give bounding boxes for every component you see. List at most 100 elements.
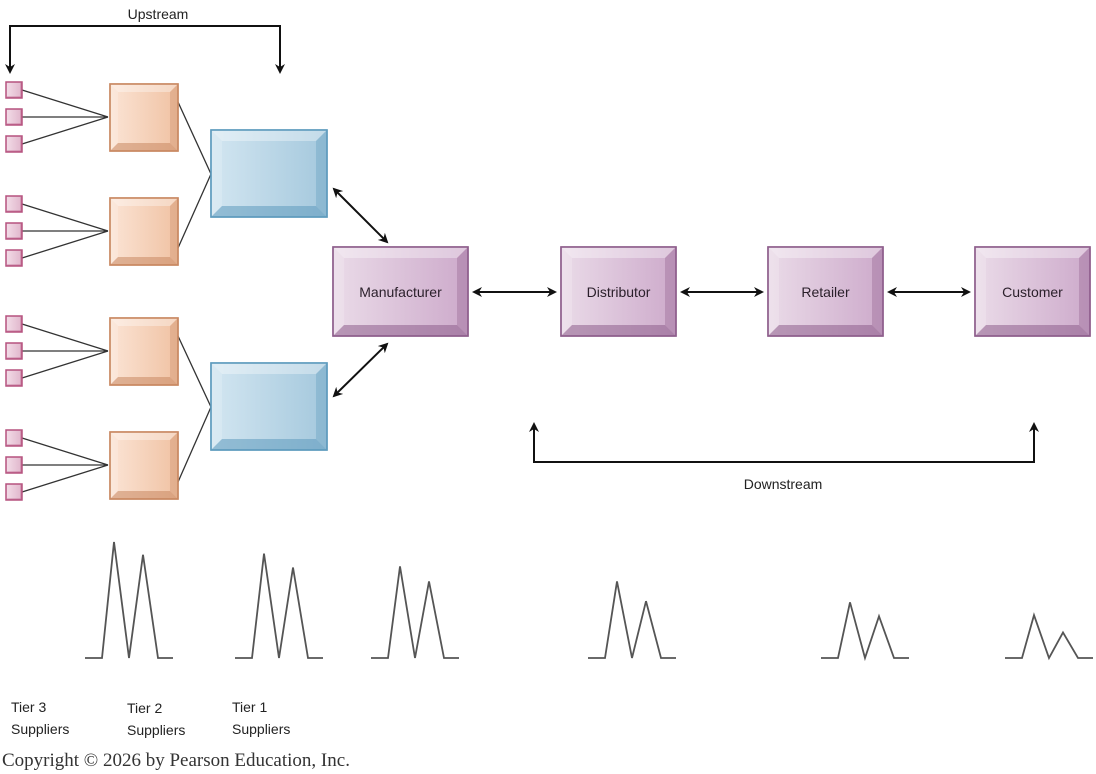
node-manufacturer-bevel-left: [333, 247, 344, 336]
node-manufacturer-body: [332, 246, 469, 337]
demand-variability-profiles: [85, 541, 1093, 662]
tier2-to-tier1-line: [177, 335, 212, 408]
demand-profile-4: [588, 581, 676, 659]
tier2-supplier-box-body: [109, 431, 179, 500]
node-distributor: Distributor: [560, 246, 677, 337]
tier1-supplier-box-bevel-right: [316, 363, 327, 450]
tier2-supplier-box: [109, 83, 179, 152]
connector-lines: [21, 89, 212, 493]
node-distributor-bevel-left: [561, 247, 572, 336]
tier2-supplier-box: [109, 197, 179, 266]
demand-profile-6: [1005, 612, 1093, 661]
node-retailer-bevel-right: [872, 247, 883, 336]
tier2-supplier-box-bevel-top: [110, 318, 178, 326]
upstream-label: Upstream: [128, 6, 189, 22]
node-manufacturer-bevel-top: [333, 247, 468, 258]
downstream-label: Downstream: [744, 476, 823, 492]
node-distributor-bevel-bottom: [561, 325, 676, 336]
tier2-suppliers: [109, 83, 179, 500]
node-manufacturer-bevel-right: [457, 247, 468, 336]
tier2-supplier-box-bevel-bottom: [110, 143, 178, 151]
node-retailer: Retailer: [767, 246, 884, 337]
tier2-supplier-box: [109, 317, 179, 386]
tier2-to-tier1-line: [177, 173, 212, 249]
tier-labels: Tier 3 Suppliers Tier 2 Suppliers Tier 1…: [11, 699, 290, 738]
tier2-supplier-box-bevel-right: [170, 318, 178, 385]
tier2-supplier-box-bevel-bottom: [110, 491, 178, 499]
node-label-retailer: Retailer: [801, 284, 850, 300]
tier2-label-line1: Tier 2: [127, 700, 162, 716]
demand-profile-2: [235, 553, 323, 659]
tier3-supplier-box: [5, 222, 23, 240]
node-customer-bevel-bottom: [975, 325, 1090, 336]
flow-arrows: [332, 187, 971, 398]
tier2-supplier-box-body: [109, 197, 179, 266]
tier2-supplier-box-bevel-left: [110, 84, 118, 151]
tier3-suppliers: [5, 81, 23, 501]
tier1-label-line2: Suppliers: [232, 721, 290, 737]
tier2-supplier-box-bevel-top: [110, 84, 178, 92]
node-customer-bevel-top: [975, 247, 1090, 258]
tier3-label-line1: Tier 3: [11, 699, 46, 715]
node-label-distributor: Distributor: [587, 284, 651, 300]
tier1-manufacturer-arrow: [332, 342, 389, 398]
tier2-supplier-box-bevel-right: [170, 432, 178, 499]
tier3-to-tier2-line: [21, 230, 109, 259]
tier3-supplier-box: [5, 81, 23, 99]
tier1-supplier-box-bevel-bottom: [211, 439, 327, 450]
tier2-supplier-box-bevel-top: [110, 432, 178, 440]
tier2-supplier-box-bevel-left: [110, 318, 118, 385]
tier1-supplier-box-body: [210, 129, 328, 218]
tier3-to-tier2-line: [21, 350, 109, 379]
node-manufacturer-bevel-bottom: [333, 325, 468, 336]
tier2-supplier-box-bevel-bottom: [110, 377, 178, 385]
tier2-supplier-box-body: [109, 83, 179, 152]
node-customer-bevel-left: [975, 247, 986, 336]
tier3-supplier-box: [5, 135, 23, 153]
tier1-supplier-box-bevel-right: [316, 130, 327, 217]
node-retailer-bevel-left: [768, 247, 779, 336]
upstream-bracket: Upstream: [5, 6, 285, 74]
tier1-supplier-box: [210, 362, 328, 451]
tier1-suppliers: [210, 129, 328, 451]
tier1-supplier-box-bevel-top: [211, 363, 327, 374]
node-distributor-bevel-right: [665, 247, 676, 336]
tier1-supplier-box-bevel-top: [211, 130, 327, 141]
node-distributor-body: [560, 246, 677, 337]
tier3-to-tier2-line: [21, 203, 109, 232]
upstream-bracket-line: [5, 25, 285, 74]
tier2-supplier-box-body: [109, 317, 179, 386]
node-customer: Customer: [974, 246, 1091, 337]
tier1-supplier-box: [210, 129, 328, 218]
tier2-supplier-box-bevel-left: [110, 432, 118, 499]
downstream-bracket-line: [529, 422, 1039, 463]
node-label-manufacturer: Manufacturer: [359, 284, 442, 300]
tier3-supplier-box: [5, 456, 23, 474]
node-label-customer: Customer: [1002, 284, 1063, 300]
tier3-label-line2: Suppliers: [11, 721, 69, 737]
tier1-manufacturer-arrow: [332, 187, 389, 244]
tier3-supplier-box: [5, 429, 23, 447]
tier1-supplier-box-bevel-bottom: [211, 206, 327, 217]
node-customer-bevel-right: [1079, 247, 1090, 336]
demand-profile-3: [371, 566, 459, 659]
tier3-to-tier2-line: [21, 323, 109, 352]
node-manufacturer: Manufacturer: [332, 246, 469, 337]
tier3-to-tier2-line: [21, 89, 109, 118]
tier2-to-tier1-line: [177, 406, 212, 483]
tier2-label-line2: Suppliers: [127, 722, 185, 738]
tier3-supplier-box: [5, 195, 23, 213]
tier3-supplier-box: [5, 108, 23, 126]
tier1-supplier-box-bevel-left: [211, 363, 222, 450]
node-retailer-bevel-top: [768, 247, 883, 258]
tier3-supplier-box: [5, 369, 23, 387]
tier2-supplier-box-bevel-left: [110, 198, 118, 265]
tier2-supplier-box-bevel-right: [170, 84, 178, 151]
chain-nodes: Manufacturer Distributor Retailer Customer: [332, 246, 1091, 337]
tier2-to-tier1-line: [177, 101, 212, 175]
tier3-supplier-box: [5, 483, 23, 501]
tier1-supplier-box-bevel-left: [211, 130, 222, 217]
copyright-notice: Copyright © 2026 by Pearson Education, I…: [2, 750, 350, 771]
node-distributor-bevel-top: [561, 247, 676, 258]
